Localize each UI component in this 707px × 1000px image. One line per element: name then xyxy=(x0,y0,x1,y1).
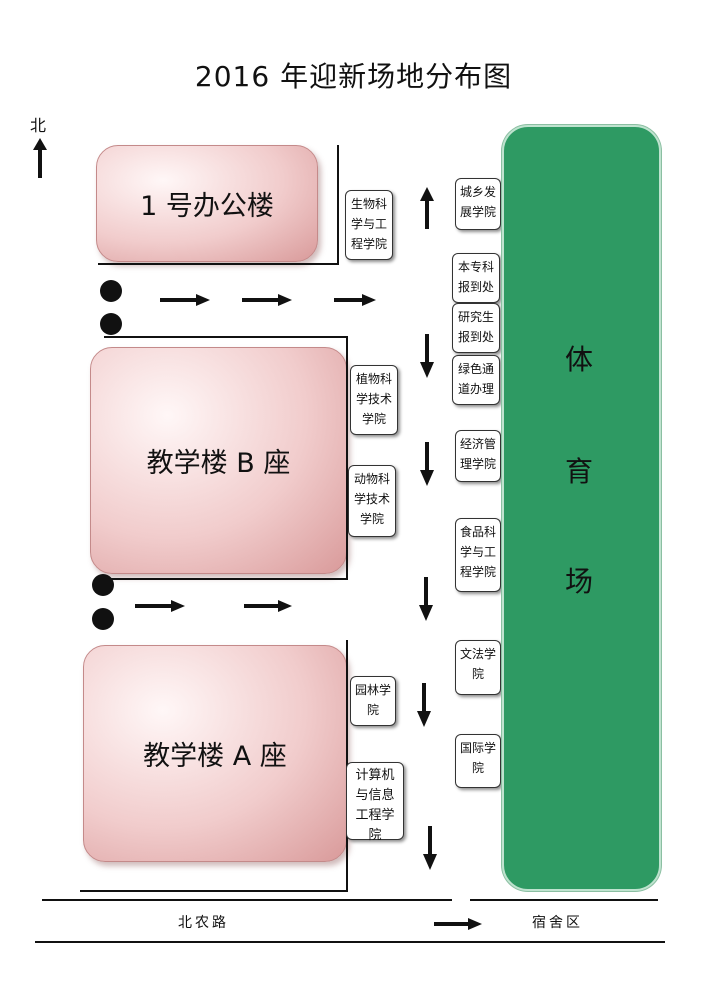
stadium-label-char: 育 xyxy=(564,455,593,488)
office-south-wall xyxy=(98,263,339,265)
teaching-building-b: 教学楼 B 座 xyxy=(90,347,347,574)
road-line-north-west xyxy=(42,899,452,901)
sign-graduate-registration: 研究生报到处 xyxy=(452,303,500,353)
office-building: 1 号办公楼 xyxy=(96,145,318,262)
teaching-b-south-wall xyxy=(104,578,348,580)
sign-animal-college: 动物科学技术学院 xyxy=(348,465,396,537)
entrance-dot xyxy=(92,574,114,596)
sign-bio-college: 生物科学与工程学院 xyxy=(345,190,393,260)
teaching-b-east-wall xyxy=(346,336,348,579)
teaching-building-a: 教学楼 A 座 xyxy=(83,645,347,862)
down-arrow-icon xyxy=(423,826,437,870)
stadium-label-char: 体 xyxy=(564,343,593,376)
sign-computer-college: 计算机与信息工程学院 xyxy=(346,762,404,843)
office-building-label: 1 号办公楼 xyxy=(140,191,274,222)
entrance-dot xyxy=(100,313,122,335)
north-arrow-icon xyxy=(33,138,47,178)
road-label-dorm: 宿舍区 xyxy=(532,915,583,931)
right-arrow-icon xyxy=(244,600,292,612)
office-east-wall xyxy=(337,145,339,265)
road-line-north-east xyxy=(470,899,658,901)
teaching-b-north-wall xyxy=(104,336,348,338)
down-arrow-icon xyxy=(419,577,433,621)
entrance-dot xyxy=(92,608,114,630)
right-arrow-icon xyxy=(135,600,185,612)
right-arrow-icon xyxy=(242,294,292,306)
down-arrow-icon xyxy=(417,683,431,727)
right-arrow-icon xyxy=(334,294,376,306)
road-line-south xyxy=(35,941,665,943)
map-title: 2016 年迎新场地分布图 xyxy=(194,60,513,93)
sign-law-college: 文法学院 xyxy=(455,640,501,695)
teaching-building-a-label: 教学楼 A 座 xyxy=(143,741,287,772)
sign-undergrad-registration: 本专科报到处 xyxy=(452,253,500,303)
down-arrow-icon xyxy=(420,442,434,486)
right-arrow-icon xyxy=(434,918,482,930)
sign-green-channel: 绿色通道办理 xyxy=(452,355,500,405)
road-label-beinong: 北农路 xyxy=(178,915,229,931)
up-arrow-icon xyxy=(420,187,434,229)
teaching-building-b-label: 教学楼 B 座 xyxy=(146,448,291,479)
down-arrow-icon xyxy=(420,334,434,378)
sign-intl-college: 国际学院 xyxy=(455,734,501,788)
stadium xyxy=(502,125,661,891)
sign-plant-college: 植物科学技术学院 xyxy=(350,365,398,435)
sign-econ-college: 经济管理学院 xyxy=(455,430,501,482)
stadium-label-char: 场 xyxy=(564,565,593,598)
sign-urban-college: 城乡发展学院 xyxy=(455,178,501,230)
sign-food-college: 食品科学与工程学院 xyxy=(455,518,501,592)
entrance-dot xyxy=(100,280,122,302)
north-label: 北 xyxy=(30,116,47,135)
teaching-a-south-wall xyxy=(80,890,348,892)
right-arrow-icon xyxy=(160,294,210,306)
sign-garden-college: 园林学院 xyxy=(350,676,396,726)
